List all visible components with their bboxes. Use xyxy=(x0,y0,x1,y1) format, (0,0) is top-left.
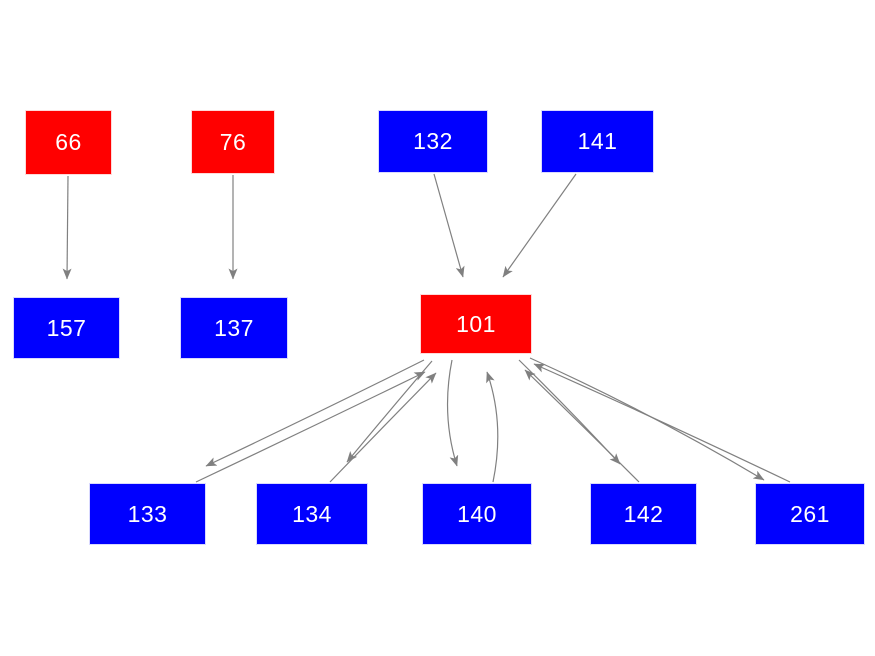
graph-node-157[interactable]: 157 xyxy=(13,297,120,359)
graph-node-141[interactable]: 141 xyxy=(541,110,654,173)
edge-134-101 xyxy=(329,372,437,483)
node-label: 140 xyxy=(457,500,497,527)
node-label: 157 xyxy=(46,314,87,341)
node-label: 101 xyxy=(456,310,496,337)
node-label: 137 xyxy=(214,314,254,341)
node-label: 66 xyxy=(55,129,82,155)
graph-node-101[interactable]: 101 xyxy=(420,294,532,354)
graph-node-76[interactable]: 76 xyxy=(191,110,275,174)
node-label: 261 xyxy=(790,500,830,527)
node-label: 141 xyxy=(577,128,618,154)
node-label: 142 xyxy=(623,500,664,527)
graph-node-140[interactable]: 140 xyxy=(422,483,532,545)
graph-node-66[interactable]: 66 xyxy=(25,110,112,175)
edge-101-134 xyxy=(346,360,433,463)
edge-142-101 xyxy=(524,369,640,483)
edge-101-140 xyxy=(446,359,459,467)
node-label: 76 xyxy=(219,128,247,155)
graph-node-142[interactable]: 142 xyxy=(590,483,697,545)
edge-133-101 xyxy=(195,371,426,483)
graph-node-134[interactable]: 134 xyxy=(256,483,368,545)
edge-132-101 xyxy=(433,173,465,278)
edge-140-101 xyxy=(486,371,499,483)
node-label: 132 xyxy=(413,128,453,154)
edge-101-133 xyxy=(205,359,425,467)
graph-node-261[interactable]: 261 xyxy=(755,483,865,545)
graph-node-133[interactable]: 133 xyxy=(89,483,206,545)
edge-261-101 xyxy=(533,363,791,483)
node-label: 133 xyxy=(127,500,168,527)
edge-66-157 xyxy=(62,175,72,280)
edge-101-261 xyxy=(529,357,765,481)
edge-141-101 xyxy=(502,173,577,278)
graph-node-137[interactable]: 137 xyxy=(180,297,288,359)
node-label: 134 xyxy=(292,500,332,527)
graph-node-132[interactable]: 132 xyxy=(378,110,488,173)
